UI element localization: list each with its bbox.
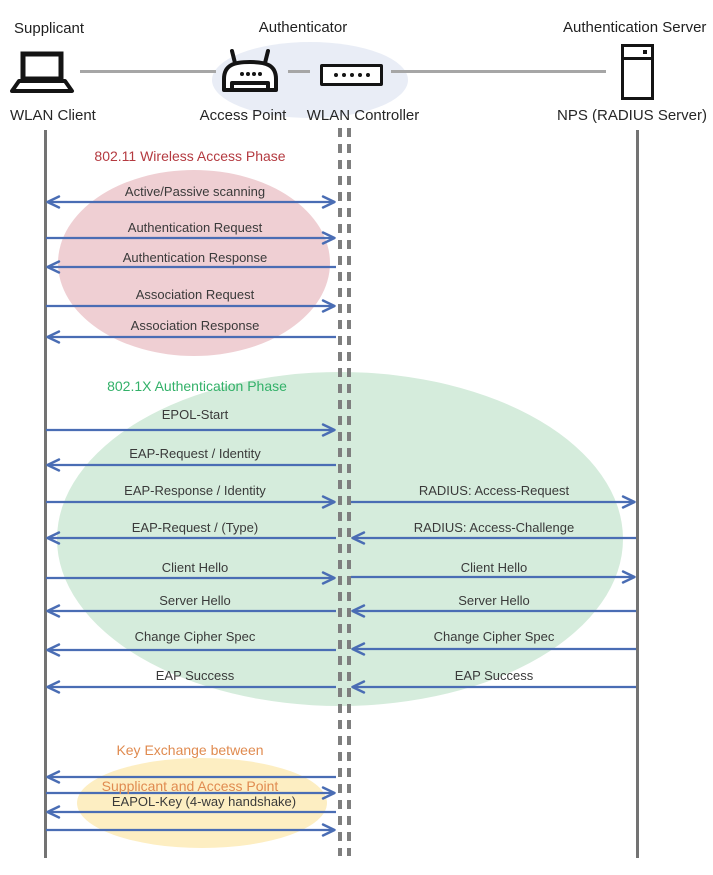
controller-box-icon	[320, 64, 383, 86]
auth-server-role-label: Authentication Server	[563, 19, 707, 36]
message-arrow	[46, 823, 336, 837]
message-label: EAP Success	[155, 668, 235, 683]
message-label: Authentication Response	[122, 250, 268, 265]
message-arrow	[46, 423, 336, 437]
authenticator-lifeline-right	[347, 128, 351, 856]
connector-client-ap	[80, 70, 216, 73]
auth-server-lifeline	[636, 130, 639, 858]
controller-led-dot	[349, 73, 354, 77]
message-label: EAP-Response / Identity	[124, 483, 266, 498]
phase-title-3-line1: Key Exchange between	[116, 742, 264, 758]
phase-title-1: 802.11 Wireless Access Phase	[94, 148, 286, 164]
message-label: Client Hello	[161, 560, 229, 575]
message-arrow	[46, 260, 336, 274]
message-label: EAP-Request / (Type)	[131, 520, 259, 535]
phase-ellipse-3	[77, 758, 327, 848]
server-led-dot	[643, 50, 647, 54]
wireless-router-icon	[222, 49, 278, 92]
message-arrow	[46, 680, 336, 694]
message-arrow	[351, 531, 636, 545]
message-arrow	[46, 330, 336, 344]
message-label: Active/Passive scanning	[124, 184, 266, 199]
controller-led-dot	[365, 73, 370, 77]
message-label: Server Hello	[159, 593, 231, 608]
phase-title-3: Key Exchange between Supplicant and Acce…	[30, 723, 350, 813]
laptop-icon	[10, 51, 74, 93]
wlan-controller-label: WLAN Controller	[306, 107, 420, 124]
controller-led-dot	[341, 73, 346, 77]
message-arrow	[351, 680, 636, 694]
message-arrow	[46, 643, 336, 657]
message-arrow	[46, 495, 336, 509]
message-arrow	[351, 570, 636, 584]
message-arrow	[46, 805, 336, 819]
message-label: Association Request	[135, 287, 255, 302]
message-arrow	[46, 531, 336, 545]
message-arrow	[351, 604, 636, 618]
controller-led-dot	[357, 73, 362, 77]
message-label: Server Hello	[458, 593, 530, 608]
message-label: EPOL-Start	[161, 407, 229, 422]
message-arrow	[46, 571, 336, 585]
message-arrow	[46, 195, 336, 209]
message-label: EAPOL-Key (4-way handshake)	[111, 794, 297, 809]
phase-title-2: 802.1X Authentication Phase	[107, 378, 287, 394]
message-label: Change Cipher Spec	[134, 629, 256, 644]
message-arrow	[351, 642, 636, 656]
connector-ap-controller	[288, 70, 310, 73]
server-icon	[621, 44, 654, 100]
nps-radius-server-label: NPS (RADIUS Server)	[556, 107, 708, 124]
message-arrow	[46, 231, 336, 245]
wlan-client-label: WLAN Client	[10, 107, 96, 124]
message-arrow	[46, 458, 336, 472]
controller-led-dot	[333, 73, 338, 77]
authenticator-lifeline-left	[338, 128, 342, 856]
message-label: EAP Success	[454, 668, 534, 683]
phase-title-3-line2: Supplicant and Access Point	[101, 778, 279, 794]
server-divider	[624, 57, 651, 60]
message-arrow	[46, 786, 336, 800]
access-point-label: Access Point	[199, 107, 287, 124]
message-label: EAP-Request / Identity	[129, 446, 261, 461]
message-arrow	[351, 495, 636, 509]
message-label: Authentication Request	[127, 220, 263, 235]
authenticator-role-label: Authenticator	[258, 19, 348, 36]
message-label: Client Hello	[460, 560, 528, 575]
supplicant-lifeline	[44, 130, 47, 858]
message-arrow	[46, 299, 336, 313]
message-label: RADIUS: Access-Request	[418, 483, 570, 498]
message-arrow	[46, 604, 336, 618]
supplicant-role-label: Supplicant	[14, 20, 85, 37]
message-label: Association Response	[130, 318, 260, 333]
message-arrow	[46, 770, 336, 784]
connector-controller-server	[391, 70, 606, 73]
message-label: Change Cipher Spec	[433, 629, 555, 644]
message-label: RADIUS: Access-Challenge	[413, 520, 575, 535]
